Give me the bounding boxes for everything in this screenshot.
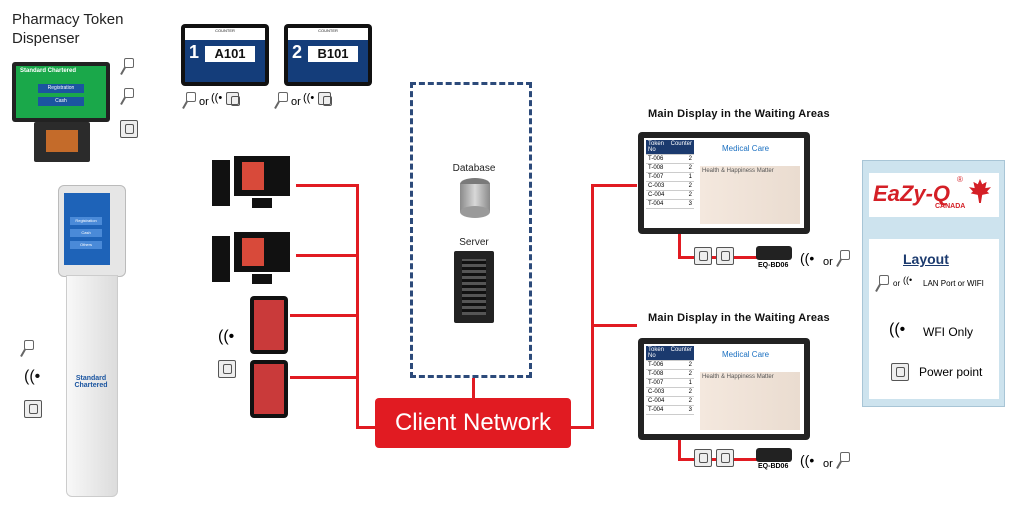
dispenser-btn-cash[interactable]: Cash: [38, 97, 84, 106]
or-text: or: [291, 96, 301, 108]
dispenser-title-line2: Dispenser: [12, 30, 80, 47]
counter-pc-1: [212, 156, 290, 210]
kiosk-btn-cash[interactable]: Cash: [70, 229, 102, 237]
kiosk-screen: Registration Cash Others: [64, 193, 110, 265]
power-socket-icon: [891, 363, 909, 381]
counter-tablet-2: [250, 360, 288, 418]
connection-line: [678, 234, 681, 258]
device-label-1: EQ-BD06: [758, 262, 789, 269]
lan-plug-icon: [877, 275, 891, 293]
client-network-box: Client Network: [375, 398, 571, 448]
device-label-2: EQ-BD06: [758, 463, 789, 470]
brand-logo: EaZy-Q ® CANADA: [869, 173, 999, 217]
lan-plug-icon: [122, 88, 136, 106]
legend-panel: EaZy-Q ® CANADA Layout or ((• LAN Port o…: [862, 160, 1005, 407]
lan-plug-icon: [276, 92, 290, 110]
legend-or: or: [893, 279, 901, 288]
database-label: Database: [452, 163, 496, 174]
server-icon: [454, 251, 494, 323]
display-ad: Health & Happiness Matter: [700, 166, 800, 224]
display-banner: Medical Care: [722, 350, 770, 359]
or-text: or: [199, 96, 209, 108]
legend-item-lan: LAN Port or WIFI: [923, 279, 984, 288]
power-socket-icon: [226, 92, 240, 106]
lan-plug-icon: [184, 92, 198, 110]
server-enclosure: [410, 82, 532, 378]
legend-items: Layout or ((• LAN Port or WIFI ((• WFI O…: [869, 239, 999, 399]
media-box-2: [756, 448, 792, 462]
database-icon: [460, 178, 490, 218]
token-dispenser-device: Standard Chartered Registration Cash: [12, 62, 112, 162]
power-socket-icon: [716, 449, 734, 467]
lan-plug-icon: [838, 452, 852, 470]
lan-plug-icon: [838, 250, 852, 268]
connection-line: [356, 426, 376, 429]
connection-line: [356, 184, 359, 428]
dispenser-brand: Standard Chartered: [20, 68, 77, 74]
connection-line: [290, 376, 358, 379]
dispenser-screen: Standard Chartered Registration Cash: [12, 62, 110, 122]
brand-name: EaZy-Q: [873, 181, 951, 206]
wifi-icon: ((•: [800, 452, 815, 468]
power-socket-icon: [694, 449, 712, 467]
connection-line: [296, 254, 358, 257]
kiosk-btn-others[interactable]: Others: [70, 241, 102, 249]
counter-pc-2: [212, 232, 290, 286]
display-ad: Health & Happiness Matter: [700, 372, 800, 430]
connection-line: [472, 378, 475, 398]
power-socket-icon: [716, 247, 734, 265]
lan-plug-icon: [22, 340, 36, 358]
legend-title: Layout: [903, 251, 949, 267]
connection-line: [591, 184, 594, 429]
dispenser-title-line1: Pharmacy Token: [12, 11, 124, 28]
power-socket-icon: [24, 400, 42, 418]
legend-item-power: Power point: [919, 365, 983, 379]
brand-country: CANADA: [935, 203, 966, 210]
or-text: or: [823, 256, 833, 268]
connection-line: [290, 314, 358, 317]
lan-plug-icon: [122, 58, 136, 76]
wifi-icon: ((•: [211, 92, 223, 104]
wifi-icon: ((•: [889, 321, 906, 338]
connection-line: [678, 440, 681, 460]
dispenser-btn-registration[interactable]: Registration: [38, 84, 84, 93]
legend-item-wifi: WFI Only: [923, 325, 973, 339]
display-title-1: Main Display in the Waiting Areas: [648, 108, 830, 120]
media-box-1: [756, 246, 792, 260]
dispenser-title: Pharmacy Token Dispenser: [12, 10, 123, 48]
wifi-icon: ((•: [800, 250, 815, 266]
display-title-2: Main Display in the Waiting Areas: [648, 312, 830, 324]
maple-leaf-icon: [969, 179, 991, 203]
display-banner: Medical Care: [722, 144, 770, 153]
wifi-icon: ((•: [903, 275, 913, 285]
connection-line: [591, 324, 637, 327]
counter-tablet-1: [250, 296, 288, 354]
brand-registered: ®: [957, 175, 963, 184]
or-text: or: [823, 458, 833, 470]
server-label: Server: [459, 237, 489, 248]
wifi-icon: ((•: [24, 368, 41, 385]
connection-line: [571, 426, 593, 429]
wifi-icon: ((•: [218, 328, 235, 345]
connection-line: [296, 184, 358, 187]
connection-line: [591, 184, 637, 187]
power-socket-icon: [318, 92, 332, 106]
power-socket-icon: [120, 120, 138, 138]
dispenser-base: [34, 122, 90, 162]
wifi-icon: ((•: [303, 92, 315, 104]
power-socket-icon: [694, 247, 712, 265]
power-socket-icon: [218, 360, 236, 378]
kiosk-btn-registration[interactable]: Registration: [70, 217, 102, 225]
